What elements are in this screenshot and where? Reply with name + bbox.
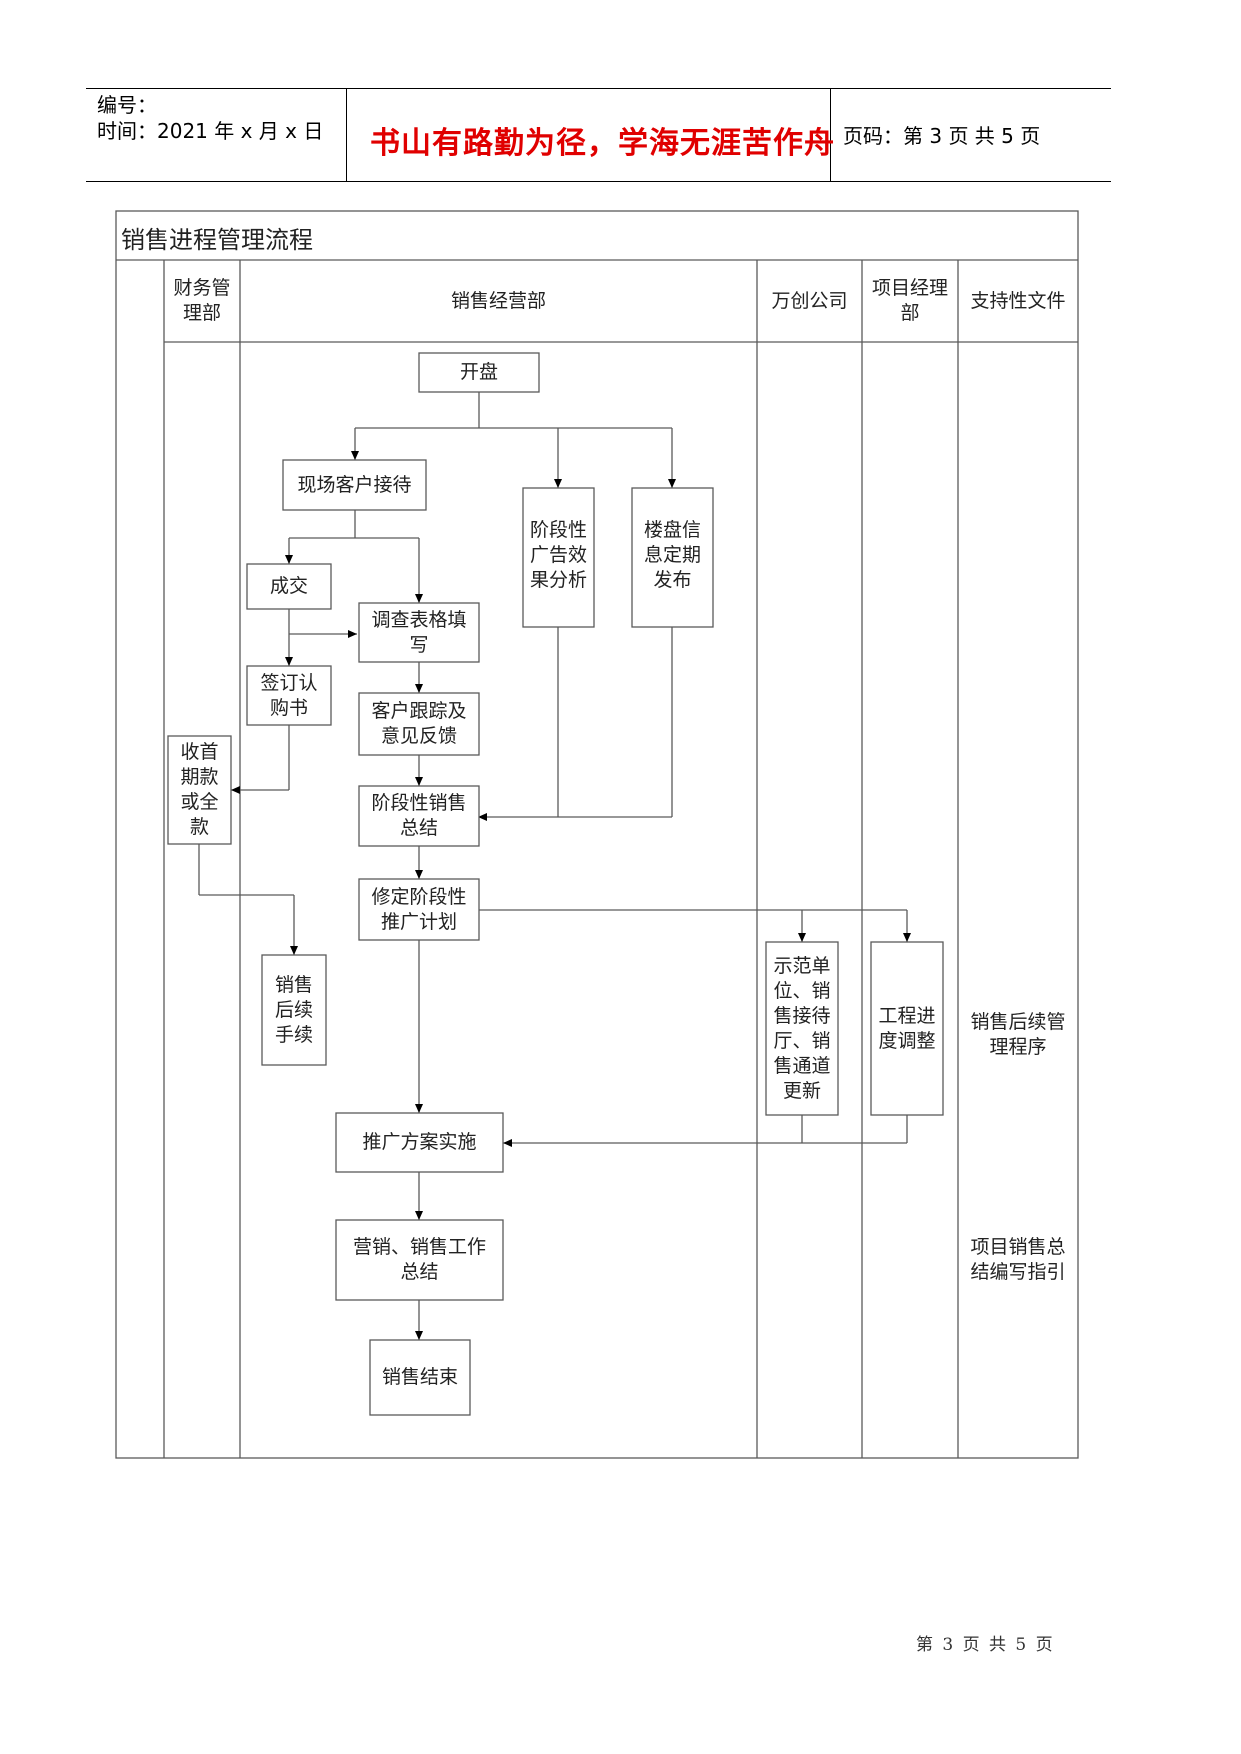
- node-box-tracking: [358, 692, 480, 756]
- lane-header-wanchuang: 万创公司: [771, 289, 848, 312]
- node-deal: 成交: [269, 575, 308, 597]
- node-sign: 签订认 购书: [260, 671, 318, 719]
- header-divider-left: [346, 88, 347, 181]
- node-box-sign: [246, 665, 332, 726]
- header-motto: 书山有路勤为径，学海无涯苦作舟: [370, 126, 835, 161]
- lane-header-finance: 财务管 理部: [173, 277, 231, 324]
- node-info-release: 楼盘信 息定期 发布: [643, 519, 701, 591]
- node-work-summary: 营销、销售工作 总结: [352, 1236, 486, 1283]
- node-stage-summary: 阶段性销售 总结: [371, 792, 467, 839]
- node-showroom: 示范单 位、销 售接待 厅、销 售通道 更新: [773, 954, 831, 1102]
- document-time-label: 时间：2021 年 x 月 x 日: [97, 119, 324, 143]
- footer-page-info: 第 3 页 共 5 页: [916, 1635, 1055, 1655]
- flowchart-title: 销售进程管理流程: [121, 226, 313, 254]
- node-box-deal: [246, 563, 332, 610]
- header-divider-right: [830, 88, 831, 181]
- node-box-revise-plan: [358, 878, 480, 941]
- lane-header-sales: 销售经营部: [450, 289, 546, 312]
- node-open: 开盘: [459, 361, 498, 383]
- header-bottom-rule: [86, 181, 1111, 182]
- support-doc-summary-guide: 项目销售总 结编写指引: [970, 1236, 1066, 1283]
- lane-header-project: 项目经理 部: [871, 277, 948, 324]
- node-box-implement: [335, 1112, 504, 1173]
- node-box-ad-analysis: [522, 487, 595, 628]
- header-top-rule: [86, 88, 1111, 89]
- node-reception: 现场客户接待: [297, 473, 412, 496]
- node-progress: 工程进 度调整: [878, 1004, 936, 1052]
- node-box-followup: [261, 954, 327, 1066]
- node-box-survey: [358, 602, 480, 663]
- lane-header-docs: 支持性文件: [970, 289, 1066, 312]
- node-survey: 调查表格填 写: [371, 608, 467, 656]
- node-followup: 销售 后续 手续: [274, 973, 313, 1046]
- node-box-stage-summary: [358, 785, 480, 847]
- table-frame: [115, 210, 1079, 1459]
- node-payment: 收首 期款 或全 款: [180, 741, 219, 838]
- node-box-showroom: [765, 941, 839, 1116]
- node-end: 销售结束: [381, 1366, 458, 1388]
- node-revise-plan: 修定阶段性 推广计划: [371, 885, 467, 933]
- support-doc-followup-procedure: 销售后续管 理程序: [970, 1011, 1066, 1058]
- node-box-end: [369, 1339, 471, 1416]
- document-number-label: 编号：: [97, 93, 157, 117]
- flow-connectors: [198, 392, 911, 1340]
- node-box-reception: [282, 459, 427, 511]
- node-tracking: 客户跟踪及 意见反馈: [371, 700, 467, 747]
- node-box-info-release: [631, 487, 714, 628]
- node-box-progress: [870, 941, 944, 1116]
- node-box-work-summary: [335, 1219, 504, 1301]
- node-box-open: [418, 352, 540, 393]
- node-box-payment: [167, 735, 232, 845]
- node-implement: 推广方案实施: [362, 1131, 477, 1153]
- node-ad-analysis: 阶段性 广告效 果分析: [529, 519, 587, 591]
- header-page-info: 页码：第 3 页 共 5 页: [843, 124, 1041, 148]
